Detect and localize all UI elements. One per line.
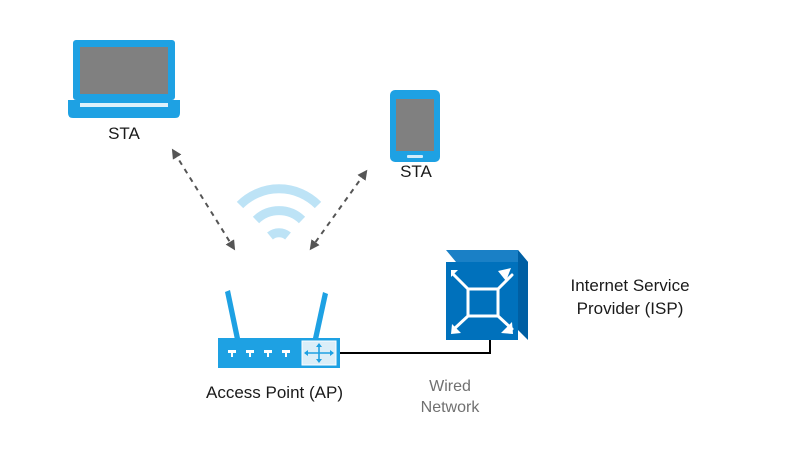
- wireless-link-laptop: [171, 148, 236, 251]
- router-cube-icon: [446, 250, 528, 340]
- tablet-label: STA: [400, 162, 432, 181]
- wireless-router-icon: [218, 290, 340, 368]
- wired-label-line1: Wired: [429, 378, 471, 395]
- wired-link: [340, 340, 491, 354]
- isp-label-line2: Provider (ISP): [576, 299, 684, 318]
- access-point-label: Access Point (AP): [206, 383, 343, 402]
- wifi-icon: [236, 184, 322, 240]
- wired-label-line2: Network: [420, 399, 480, 416]
- wireless-link-tablet: [309, 169, 368, 251]
- isp-label-line1: Internet Service: [570, 276, 690, 295]
- tablet-icon: [390, 90, 440, 162]
- laptop-icon: [68, 40, 180, 118]
- wireless-links: [171, 148, 368, 251]
- laptop-label: STA: [108, 124, 140, 143]
